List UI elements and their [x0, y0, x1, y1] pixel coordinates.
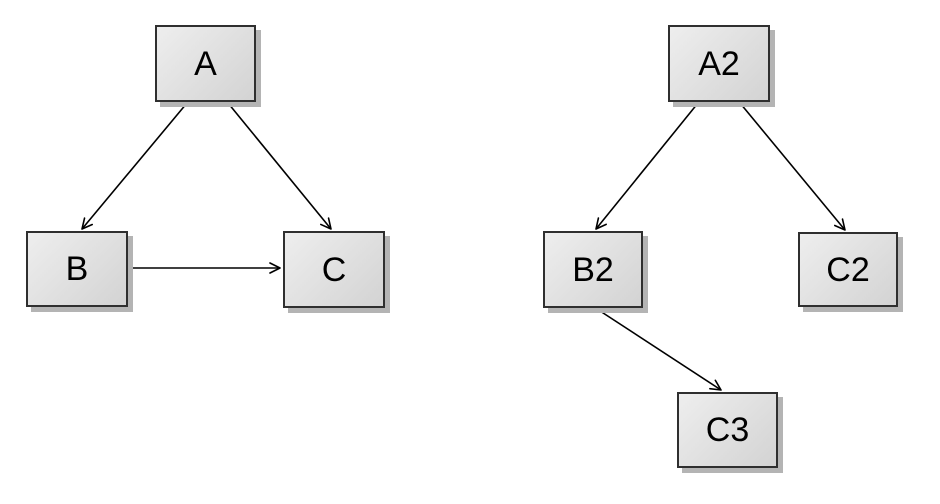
node-B2[interactable]: B2 — [543, 231, 643, 308]
node-label: C2 — [826, 250, 870, 289]
edge-A2-B2 — [595, 102, 699, 230]
node-C2[interactable]: C2 — [798, 232, 898, 307]
node-A2[interactable]: A2 — [668, 25, 770, 102]
node-label: C — [321, 250, 347, 289]
edge-A-C — [227, 102, 332, 230]
node-C[interactable]: C — [283, 231, 385, 308]
edge-B2-C3 — [596, 308, 722, 391]
node-A[interactable]: A — [155, 25, 256, 102]
node-label: C3 — [705, 411, 750, 449]
node-C3[interactable]: C3 — [677, 392, 778, 468]
node-label: B2 — [572, 250, 614, 289]
edge-A-B — [81, 102, 188, 230]
node-label: B — [65, 250, 89, 288]
edge-A2-C2 — [739, 102, 846, 231]
node-label: A2 — [698, 44, 740, 83]
node-label: A — [194, 44, 217, 83]
node-B[interactable]: B — [26, 231, 128, 307]
